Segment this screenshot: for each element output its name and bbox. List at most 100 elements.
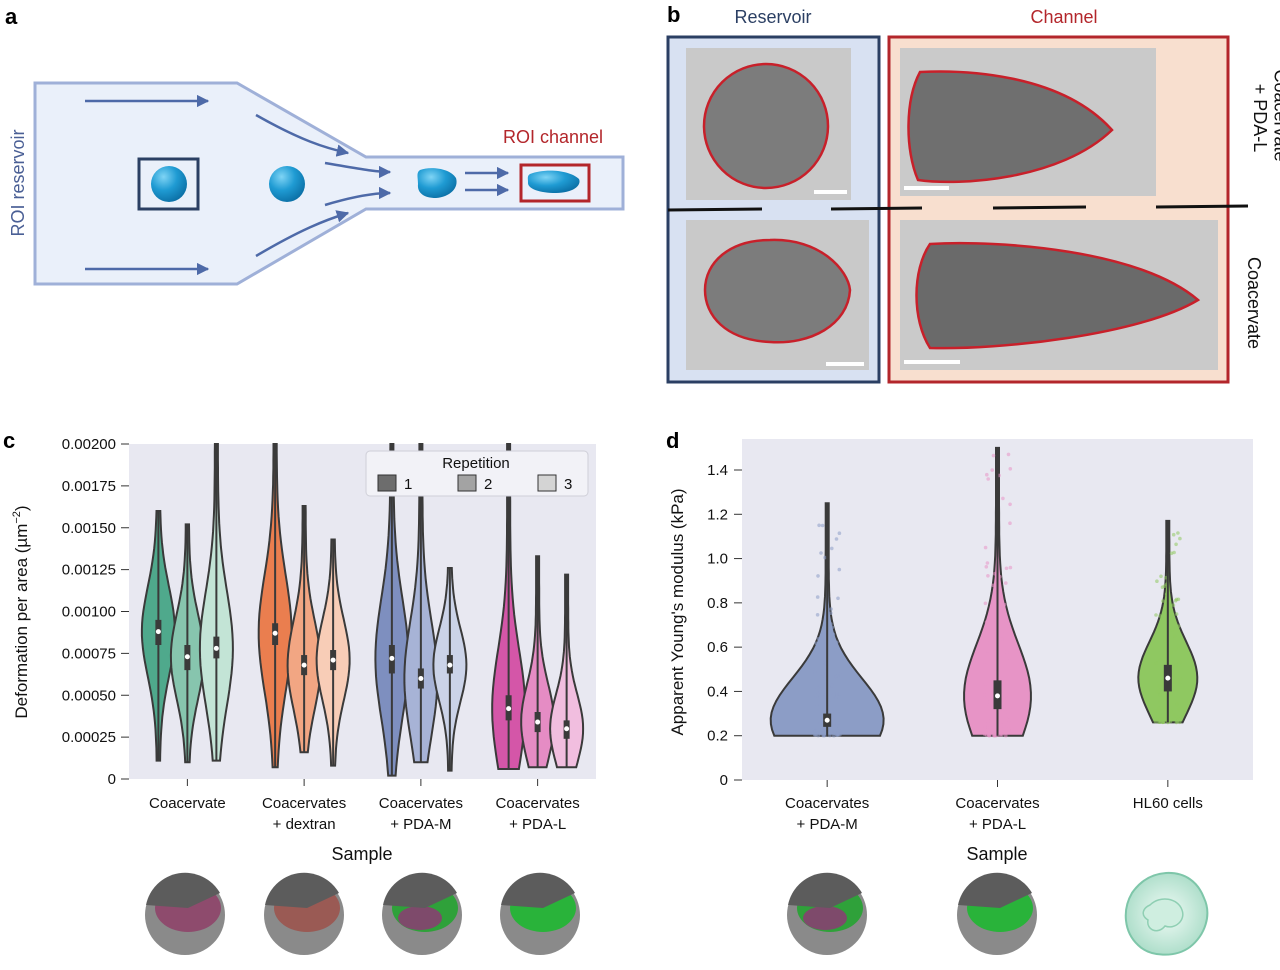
data-point-d bbox=[819, 637, 824, 641]
coacervate-dextran-illustration bbox=[264, 872, 344, 955]
data-point-d bbox=[1162, 654, 1167, 659]
legend-swatch-1 bbox=[377, 474, 397, 492]
median-point-c bbox=[564, 726, 570, 732]
data-point-d bbox=[1004, 581, 1008, 585]
x-axis-label-d: Sample bbox=[966, 844, 1027, 864]
y-axis-d: 00.20.40.60.81.01.21.4 bbox=[707, 462, 742, 789]
data-point-d bbox=[1005, 622, 1010, 626]
x-tick-label-d: Coacervates bbox=[955, 795, 1039, 812]
data-point-d bbox=[829, 622, 833, 626]
data-point-d bbox=[1155, 716, 1159, 721]
scale-bar bbox=[904, 360, 960, 364]
legend-c: Repetition 1 2 3 bbox=[365, 450, 589, 497]
coacervate-illustration bbox=[145, 872, 225, 955]
data-point-d bbox=[985, 561, 990, 565]
data-point-d bbox=[815, 613, 820, 617]
data-point-d bbox=[1158, 699, 1162, 704]
data-point-d bbox=[1158, 658, 1163, 662]
data-point-d bbox=[984, 620, 989, 624]
data-point-d bbox=[1177, 660, 1182, 665]
y-tick-label-c: 0.00150 bbox=[62, 520, 116, 537]
panel-label-a: a bbox=[5, 4, 18, 29]
data-point-d bbox=[1176, 531, 1180, 535]
data-point-d bbox=[1177, 681, 1182, 686]
data-point-d bbox=[990, 468, 994, 472]
data-point-d bbox=[1173, 598, 1178, 603]
coacervate-pdam-illustration bbox=[382, 872, 462, 955]
data-point-d bbox=[1007, 714, 1011, 719]
legend-entry-1: 1 bbox=[404, 476, 412, 493]
data-point-d bbox=[1161, 599, 1165, 603]
x-tick-label-c: + PDA-L bbox=[509, 816, 566, 833]
data-point-d bbox=[1000, 637, 1004, 641]
data-point-d bbox=[985, 472, 989, 477]
x-tick-label-c: Coacervates bbox=[262, 795, 346, 812]
data-point-d bbox=[1172, 713, 1177, 718]
legend-entry-3: 3 bbox=[564, 476, 572, 493]
x-tick-label-d: HL60 cells bbox=[1133, 795, 1203, 812]
x-tick-label-c: Coacervate bbox=[149, 795, 226, 812]
data-point-d bbox=[838, 729, 842, 733]
sample-illustrations-c bbox=[145, 872, 580, 955]
data-point-d bbox=[815, 595, 820, 599]
y-tick-label-d: 0.6 bbox=[707, 639, 728, 656]
data-point-d bbox=[988, 726, 992, 730]
droplet-2 bbox=[269, 166, 305, 202]
row-label-bottom: Coacervate bbox=[1244, 257, 1264, 349]
data-point-d bbox=[818, 689, 823, 694]
median-point-d bbox=[824, 717, 830, 723]
data-point-d bbox=[820, 523, 825, 528]
data-point-d bbox=[1174, 612, 1179, 616]
data-point-d bbox=[1154, 613, 1158, 617]
data-point-d bbox=[1169, 650, 1173, 655]
x-axis-label-c: Sample bbox=[331, 844, 392, 864]
data-point-d bbox=[993, 675, 998, 679]
data-point-d bbox=[1176, 624, 1181, 628]
droplet-1 bbox=[151, 166, 187, 202]
data-point-d bbox=[1176, 597, 1181, 602]
panel-a: a ROI reservoir ROI channel bbox=[5, 4, 625, 286]
x-tick-label-c: + dextran bbox=[273, 816, 336, 833]
scale-bar bbox=[904, 186, 949, 190]
data-point-d bbox=[997, 654, 1002, 659]
data-point-d bbox=[1002, 661, 1007, 666]
y-axis-label-c: Deformation per area (µm−2) bbox=[11, 505, 31, 718]
median-point-d bbox=[1165, 675, 1171, 681]
median-point-c bbox=[184, 654, 190, 660]
data-point-d bbox=[834, 695, 838, 700]
data-point-d bbox=[819, 551, 823, 555]
data-point-d bbox=[814, 693, 819, 698]
data-point-d bbox=[835, 640, 839, 645]
y-tick-label-d: 0.4 bbox=[707, 683, 728, 700]
data-point-d bbox=[1008, 502, 1012, 507]
data-point-d bbox=[1153, 709, 1158, 713]
data-point-d bbox=[1163, 634, 1168, 639]
row-label-top: Coacervate + PDA-L bbox=[1250, 69, 1280, 166]
data-point-d bbox=[1174, 663, 1178, 667]
droplet-4 bbox=[527, 170, 580, 193]
median-point-c bbox=[418, 676, 424, 681]
median-point-c bbox=[155, 629, 161, 635]
data-point-d bbox=[816, 637, 821, 641]
median-point-c bbox=[389, 655, 395, 661]
data-point-d bbox=[829, 611, 833, 615]
violins-d bbox=[769, 446, 1199, 738]
coacervate-pdal-illustration bbox=[957, 872, 1037, 955]
roi-reservoir-label: ROI reservoir bbox=[8, 129, 28, 236]
data-point-d bbox=[1157, 689, 1162, 693]
data-point-d bbox=[992, 733, 997, 738]
data-point-d bbox=[1160, 644, 1165, 649]
data-point-d bbox=[1169, 709, 1173, 714]
data-point-d bbox=[982, 732, 987, 736]
median-point-c bbox=[506, 706, 512, 712]
y-tick-label-c: 0.00025 bbox=[62, 729, 116, 746]
data-point-d bbox=[1000, 720, 1004, 724]
data-point-d bbox=[1172, 550, 1176, 555]
data-point-d bbox=[1171, 603, 1176, 607]
data-point-d bbox=[816, 574, 820, 578]
data-point-d bbox=[982, 663, 987, 667]
data-point-d bbox=[837, 567, 842, 572]
data-point-d bbox=[1008, 467, 1013, 471]
panel-label-b: b bbox=[667, 2, 680, 27]
